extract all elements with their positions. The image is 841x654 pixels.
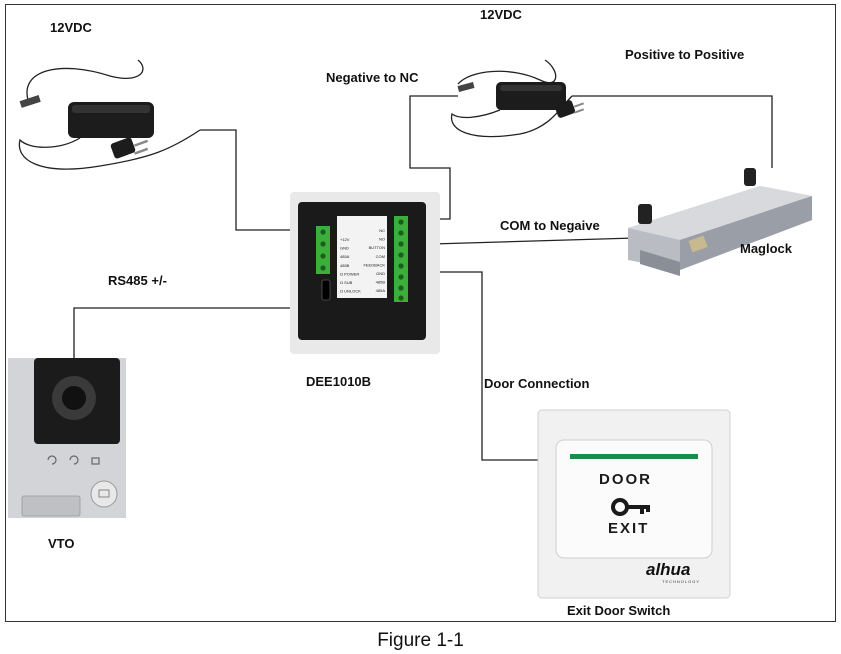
- psu-left-adapter: [18, 59, 201, 170]
- wires: [73, 95, 773, 461]
- pin-label-left: 485B: [340, 263, 350, 268]
- wire-door: [432, 271, 540, 461]
- psu-left-label: 12VDC: [50, 20, 92, 35]
- pin-label-right: GND: [376, 271, 385, 276]
- vto-label: VTO: [48, 536, 75, 551]
- maglock-label: Maglock: [740, 241, 793, 256]
- maglock-device: [628, 168, 812, 276]
- wire-com-neg: [431, 237, 636, 245]
- rs485-label: RS485 +/-: [108, 273, 167, 288]
- switch-brand-sub: TECHNOLOGY: [662, 579, 701, 584]
- pin-label-right: NC: [379, 228, 385, 233]
- pin-label-right: 485A: [376, 288, 386, 293]
- key-icon: [611, 498, 650, 516]
- com-neg-label: COM to Negaive: [500, 218, 600, 233]
- door-connection-label: Door Connection: [484, 376, 590, 391]
- dee1010b-module: +12V GND 485A 485B Ω POWER Ω SUB Ω UNLOCK NC NO…: [290, 192, 440, 354]
- diagram-frame: [5, 4, 836, 622]
- dee1010b-label: DEE1010B: [306, 374, 372, 389]
- pin-label-right: 485B: [376, 280, 386, 285]
- switch-brand-logo: alhua: [646, 560, 691, 579]
- pos-pos-label: Positive to Positive: [625, 47, 745, 62]
- wire-psu-left: [200, 129, 300, 231]
- pin-label-right: COM: [376, 254, 385, 259]
- pin-label-right: FEEDBACK: [363, 262, 385, 267]
- pin-label-right: BUTTON: [369, 245, 385, 250]
- pin-label-left: Ω POWER: [340, 271, 359, 276]
- neg-nc-label: Negative to NC: [326, 70, 419, 85]
- vto-unit: [8, 358, 126, 518]
- figure-caption: Figure 1-1: [377, 630, 464, 651]
- exit-door-switch-label: Exit Door Switch: [567, 603, 671, 618]
- terminal-block-left: [316, 226, 330, 274]
- pin-label-left: 485A: [340, 254, 350, 259]
- switch-exit-text: EXIT: [608, 520, 650, 537]
- pin-label-right: NO: [379, 237, 385, 242]
- pin-label-left: +12V: [340, 237, 350, 242]
- wire-rs485: [73, 307, 300, 358]
- pin-label-left: Ω SUB: [340, 280, 353, 285]
- switch-door-text: DOOR: [599, 471, 652, 488]
- terminal-block-right: [394, 216, 408, 302]
- wire-pos-pos: [572, 95, 773, 168]
- exit-door-switch: [537, 409, 731, 599]
- pin-label-left: GND: [340, 246, 349, 251]
- wire-neg-nc: [409, 95, 458, 220]
- psu-right-adapter: [450, 59, 585, 138]
- pin-label-left: Ω UNLOCK: [340, 289, 361, 294]
- psu-right-label: 12VDC: [480, 7, 522, 22]
